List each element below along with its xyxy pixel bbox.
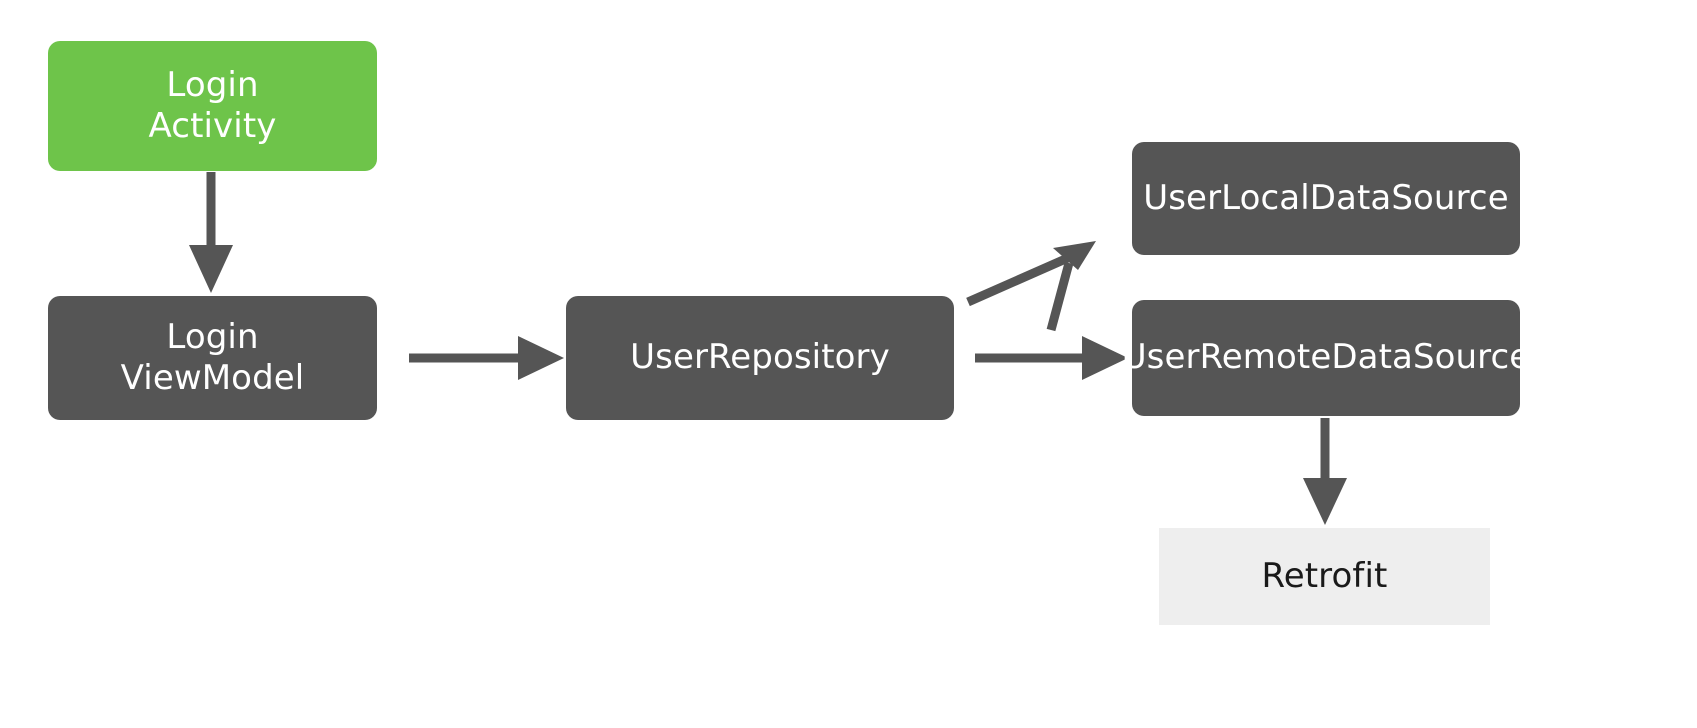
edge-repository-to-local (966, 241, 1096, 332)
edge-repository-to-remote (975, 336, 1128, 380)
node-login-activity[interactable]: Login Activity (48, 41, 377, 171)
edge-viewmodel-to-repository (409, 336, 564, 380)
node-retrofit[interactable]: Retrofit (1159, 528, 1490, 625)
edge-activity-to-viewmodel (189, 172, 233, 293)
edge-remote-to-retrofit (1303, 418, 1347, 525)
node-user-repository[interactable]: UserRepository (566, 296, 954, 420)
node-user-local-datasource[interactable]: UserLocalDataSource (1132, 142, 1520, 255)
node-login-viewmodel[interactable]: Login ViewModel (48, 296, 377, 420)
node-user-remote-datasource[interactable]: UserRemoteDataSource (1122, 300, 1530, 416)
